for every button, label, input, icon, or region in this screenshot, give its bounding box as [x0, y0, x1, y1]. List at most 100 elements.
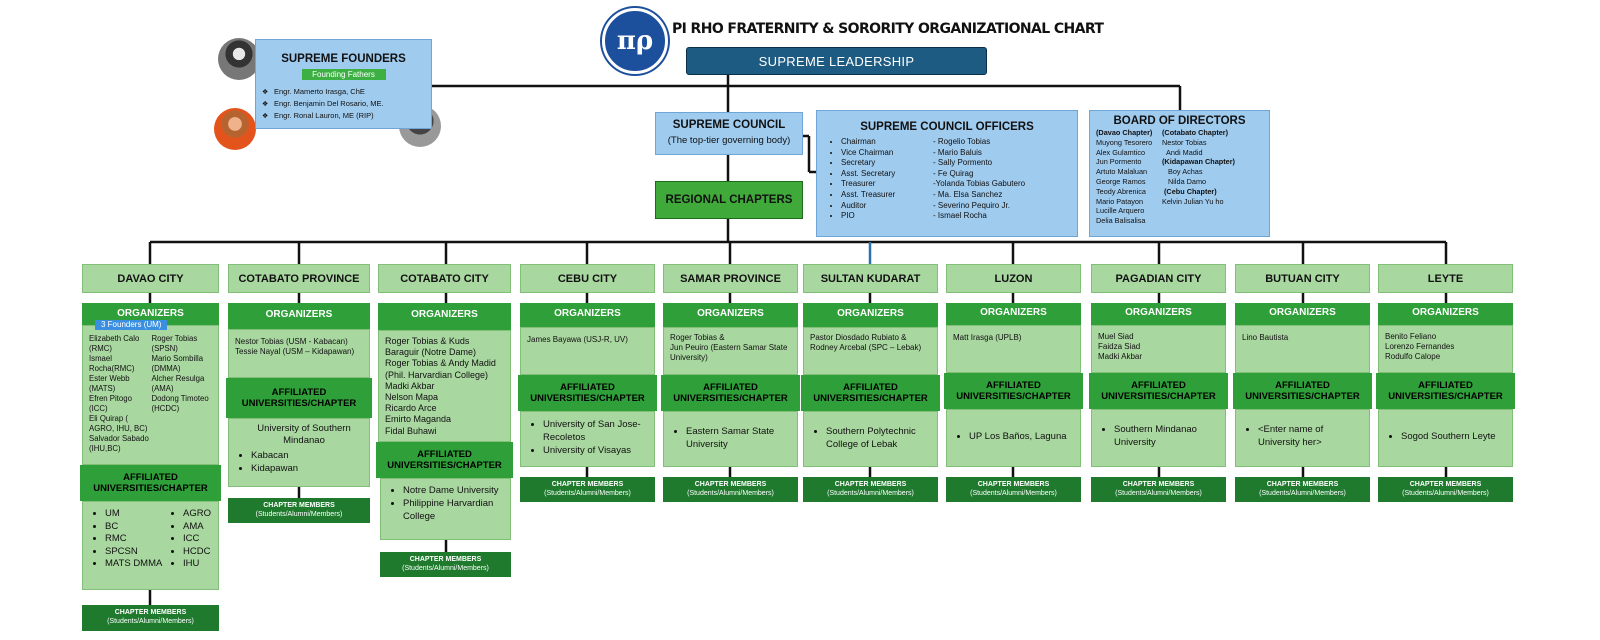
list-item: Mario Sombilla (DMMA): [151, 354, 204, 373]
list-item: <Enter name of University her>: [1258, 423, 1363, 449]
leyte-affiliated-header: AFFILIATED UNIVERSITIES/CHAPTER: [1376, 373, 1515, 409]
list-item: Efren Pitogo (ICC): [89, 394, 132, 413]
pagadian-organizers-header: ORGANIZERS: [1091, 303, 1226, 325]
chapter-members-title: CHAPTER MEMBERS: [114, 609, 187, 616]
cebu-organizers-header: ORGANIZERS: [520, 303, 655, 327]
list-item: Roger Tobias (SPSN): [151, 334, 198, 353]
list-item: Benito Feliano: [1385, 332, 1437, 341]
chapter-members-sub: (Students/Alumni/Members): [402, 565, 489, 572]
samar-chapter-members: CHAPTER MEMBERS (Students/Alumni/Members…: [663, 477, 798, 502]
board-davao-column: (Davao Chapter) Muyong Tesorero Alex Gul…: [1096, 128, 1162, 226]
chapter-members-title: CHAPTER MEMBERS: [1266, 481, 1339, 488]
list-item: ICC: [183, 533, 211, 546]
cebu-organizers-list: James Bayawa (USJ-R, UV): [520, 327, 655, 375]
list-item: Southern Polytechnic College of Lebak: [826, 425, 931, 451]
list-item: Vice Chairman: [841, 148, 933, 159]
cotprov-chapter-members: CHAPTER MEMBERS (Students/Alumni/Members…: [228, 498, 370, 523]
list-item: Eastern Samar State University: [686, 425, 791, 451]
list-item: Asst. Treasurer: [841, 190, 933, 201]
list-item: - Ismael Rocha: [933, 211, 987, 221]
chapter-members-title: CHAPTER MEMBERS: [977, 481, 1050, 488]
list-item: - Severino Pequiro Jr.: [933, 200, 1010, 210]
council-subtitle: (The top-tier governing body): [667, 135, 791, 146]
chapter-members-sub: (Students/Alumni/Members): [687, 490, 774, 497]
list-item: Nestor Tobias (USM - Kabacan): [235, 337, 348, 346]
chapter-members-sub: (Students/Alumni/Members): [1402, 490, 1489, 497]
list-item: Lorenzo Fernandes: [1385, 342, 1455, 351]
list-item: Eli Quirap ( AGRO, IHU, BC): [89, 414, 148, 433]
chapter-cotabato-province: COTABATO PROVINCE: [228, 264, 370, 293]
chapter-leyte: LEYTE: [1378, 264, 1513, 293]
list-item: Muel Siad: [1098, 332, 1134, 341]
list-item: Southern Mindanao University: [1114, 423, 1219, 449]
supreme-leadership-box: SUPREME LEADERSHIP: [686, 47, 987, 75]
pi-rho-logo-icon: πρ: [602, 8, 668, 74]
list-item: Pastor Diosdado Rubiato &: [810, 333, 907, 342]
chapter-members-sub: (Students/Alumni/Members): [544, 490, 631, 497]
davao-affiliated-header: AFFILIATED UNIVERSITIES/CHAPTER: [80, 465, 221, 501]
list-item: Teody Abrenica: [1096, 186, 1146, 196]
list-item: University of Visayas: [543, 444, 648, 457]
chapter-label: (Cotabato Chapter): [1162, 128, 1229, 137]
chapter-label: (Cebu Chapter): [1164, 186, 1217, 196]
list-item: MATS DMMA: [105, 558, 167, 571]
list-item: Philippine Harvardian College: [403, 497, 504, 523]
list-item: SPCSN: [105, 546, 167, 559]
cebu-affiliated-header: AFFILIATED UNIVERSITIES/CHAPTER: [518, 375, 657, 411]
officer-roles: Chairman Vice Chairman Secretary Asst. S…: [827, 137, 933, 222]
cotprov-affiliated-header: AFFILIATED UNIVERSITIES/CHAPTER: [226, 378, 372, 418]
cotprov-affiliated-list: University of Southern Mindanao Kabacan …: [228, 418, 370, 487]
chapter-members-sub: (Students/Alumni/Members): [1115, 490, 1202, 497]
chapter-davao-city: DAVAO CITY: [82, 264, 219, 293]
cotprov-organizers-header: ORGANIZERS: [228, 303, 370, 329]
list-item: - Mario Baluis: [933, 147, 982, 157]
list-item: AGRO: [183, 508, 211, 521]
page-title: PI RHO FRATERNITY & SORORITY ORGANIZATIO…: [672, 21, 1104, 37]
header: πρ PI RHO FRATERNITY & SORORITY ORGANIZA…: [602, 8, 1104, 74]
list-item: Ismael Rocha(RMC): [89, 354, 135, 373]
samar-affiliated-header: AFFILIATED UNIVERSITIES/CHAPTER: [661, 375, 800, 411]
list-item: Alex Gulamtico: [1096, 147, 1146, 157]
list-item: Roger Tobias & Andy Madid (Phil. Harvard…: [385, 358, 496, 380]
chapter-cotabato-city: COTABATO CITY: [378, 264, 511, 293]
pagadian-organizers-list: Muel Siad Faidza Siad Madki Akbar: [1091, 325, 1226, 373]
pagadian-chapter-members: CHAPTER MEMBERS (Students/Alumni/Members…: [1091, 477, 1226, 502]
cotcity-affiliated-list: Notre Dame University Philippine Harvard…: [380, 478, 511, 540]
council-heading: SUPREME COUNCIL: [672, 119, 786, 131]
board-other-column: (Cotabato Chapter) Nestor Tobias Andi Ma…: [1162, 128, 1235, 226]
list-item: Madki Akbar: [385, 380, 435, 391]
chapter-members-sub: (Students/Alumni/Members): [827, 490, 914, 497]
davao-organizers-header: ORGANIZERS: [82, 303, 219, 325]
officers-heading: SUPREME COUNCIL OFFICERS: [860, 121, 1034, 133]
list-item: Asst. Secretary: [841, 169, 933, 180]
luzon-organizers-list: Matt Irasga (UPLB): [946, 325, 1081, 373]
supreme-founders-box: SUPREME FOUNDERS Founding Fathers Engr. …: [255, 39, 432, 129]
list-item: Emirto Maganda: [385, 414, 452, 425]
cebu-chapter-members: CHAPTER MEMBERS (Students/Alumni/Members…: [520, 477, 655, 502]
list-item: Dodong Timoteo (HCDC): [151, 394, 209, 413]
cebu-affiliated-list: University of San Jose-Recoletos Univers…: [520, 411, 655, 467]
chapter-members-sub: (Students/Alumni/Members): [970, 490, 1057, 497]
sultan-kudarat-affiliated-header: AFFILIATED UNIVERSITIES/CHAPTER: [801, 375, 940, 411]
list-item: Tessie Nayal (USM – Kidapawan): [235, 347, 355, 356]
list-item: Fidal Buhawi: [385, 425, 437, 436]
list-item: Kabacan: [251, 449, 363, 462]
chapter-members-title: CHAPTER MEMBERS: [551, 481, 624, 488]
pagadian-affiliated-list: Southern Mindanao University: [1091, 409, 1226, 467]
board-heading: BOARD OF DIRECTORS: [1113, 115, 1246, 127]
list-item: Kelvin Julian Yu ho: [1162, 196, 1224, 206]
founders-heading: SUPREME FOUNDERS: [281, 53, 406, 65]
list-item: UP Los Baños, Laguna: [969, 430, 1074, 443]
list-item: IHU: [183, 558, 211, 571]
luzon-organizers-header: ORGANIZERS: [946, 303, 1081, 325]
chapter-members-title: CHAPTER MEMBERS: [409, 556, 482, 563]
chapter-members-title: CHAPTER MEMBERS: [834, 481, 907, 488]
list-item: - Sally Pormento: [933, 158, 993, 168]
founders-um-badge: 3 Founders (UM): [95, 320, 168, 330]
chapter-samar-province: SAMAR PROVINCE: [663, 264, 798, 293]
list-item: RMC: [105, 533, 167, 546]
list-item: Jun Pormento: [1096, 157, 1142, 167]
officer-names: - Rogelio Tobias - Mario Baluis - Sally …: [933, 137, 1025, 222]
list-item: Nelson Mapa: [385, 392, 439, 403]
